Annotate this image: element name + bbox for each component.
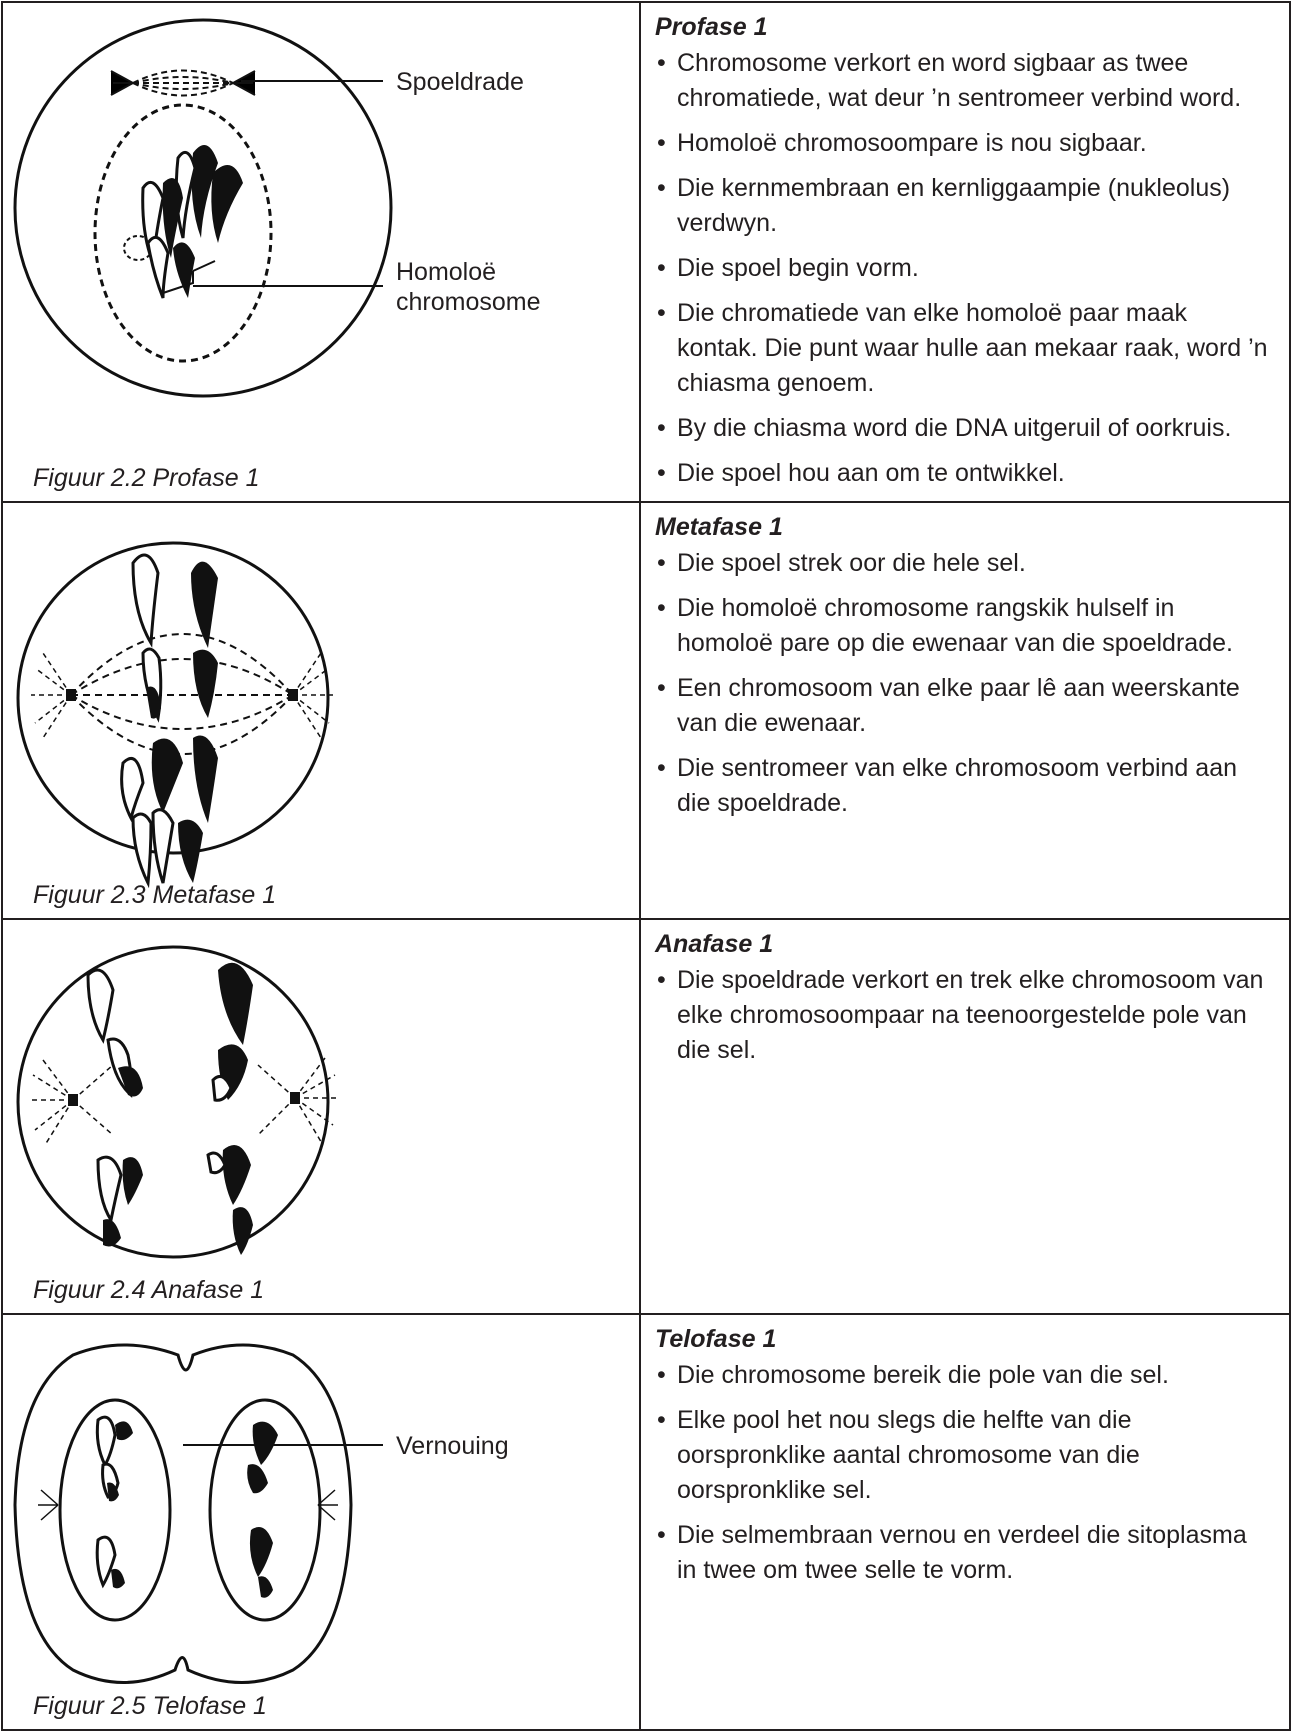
bullet-item: Die spoel begin vorm. <box>655 251 1273 286</box>
chromosome-pair-bottom <box>120 735 218 889</box>
bullet-item: Die sentromeer van elke chromosoom verbi… <box>655 751 1273 821</box>
spindle-fibres <box>70 633 294 755</box>
label-spoeldrade: Spoeldrade <box>396 68 524 96</box>
phase-title: Metafase 1 <box>655 513 783 541</box>
chromosomes-left <box>86 968 143 1247</box>
bullet-item: Die chromatiede van elke homoloë paar ma… <box>655 296 1273 401</box>
chromosomes-right <box>206 962 253 1255</box>
figure-caption: Figuur 2.2 Profase 1 <box>33 464 260 492</box>
row-metafase-1: Figuur 2.3 Metafase 1 Metafase 1 Die spo… <box>1 501 1291 920</box>
cell-outline <box>16 541 330 855</box>
centriole-right <box>290 1092 300 1104</box>
anafase-1-diagram <box>16 945 339 1259</box>
figure-caption: Figuur 2.4 Anafase 1 <box>33 1276 265 1304</box>
bullet-item: By die chiasma word die DNA uitgeruil of… <box>655 411 1273 446</box>
bullet-item: Chromosome verkort en word sigbaar as tw… <box>655 46 1273 116</box>
bullet-list: Die spoeldrade verkort en trek elke chro… <box>655 963 1273 1068</box>
centriole-left <box>66 689 76 701</box>
bullet-item: Die kernmembraan en kernliggaampie (nukl… <box>655 171 1273 241</box>
bullet-list: Die spoel strek oor die hele sel. Die ho… <box>655 546 1273 821</box>
homologous-chromosomes <box>141 145 243 299</box>
spindle-poles <box>38 1489 338 1521</box>
text-cell-telofase-1: Telofase 1 Die chromosome bereik die pol… <box>639 1313 1291 1731</box>
figure-cell-metafase-1: Figuur 2.3 Metafase 1 <box>1 501 641 920</box>
label-vernouing: Vernouing <box>396 1432 509 1460</box>
bullet-item: Die spoeldrade verkort en trek elke chro… <box>655 963 1273 1068</box>
bullet-item: Homoloë chromosoompare is nou sigbaar. <box>655 126 1273 161</box>
figure-cell-profase-1: Spoeldrade Homoloë chromosome Figuur 2.2… <box>1 1 641 503</box>
text-cell-metafase-1: Metafase 1 Die spoel strek oor die hele … <box>639 501 1291 920</box>
metafase-1-diagram <box>16 541 333 889</box>
spindle-fibres <box>28 1057 339 1146</box>
chromosomes-left <box>95 1415 133 1589</box>
homologue-bracket <box>162 260 216 294</box>
bullet-item: Die chromosome bereik die pole van die s… <box>655 1358 1273 1393</box>
nuclear-membrane <box>93 103 273 363</box>
phase-title: Profase 1 <box>655 13 768 41</box>
spindle-poles <box>31 652 333 739</box>
bullet-list: Die chromosome bereik die pole van die s… <box>655 1358 1273 1588</box>
phase-title: Telofase 1 <box>655 1325 777 1353</box>
label-chromosome: chromosome <box>396 288 541 316</box>
chromosome-pair-top <box>131 553 218 723</box>
figure-cell-telofase-1: Vernouing Figuur 2.5 Telofase 1 <box>1 1313 641 1731</box>
phase-title: Anafase 1 <box>655 930 774 958</box>
daughter-nucleus-right <box>208 1398 322 1622</box>
bullet-item: Elke pool het nou slegs die helfte van d… <box>655 1403 1273 1508</box>
daughter-nucleus-left <box>58 1398 172 1622</box>
figure-caption: Figuur 2.5 Telofase 1 <box>33 1692 267 1720</box>
centriole-right <box>288 689 298 701</box>
figure-cell-anafase-1: Figuur 2.4 Anafase 1 <box>1 918 641 1315</box>
spindle-poles <box>110 70 256 96</box>
bullet-item: Die selmembraan vernou en verdeel die si… <box>655 1518 1273 1588</box>
row-profase-1: Spoeldrade Homoloë chromosome Figuur 2.2… <box>1 1 1291 503</box>
text-cell-profase-1: Profase 1 Chromosome verkort en word sig… <box>639 1 1291 503</box>
chromosomes-right <box>247 1421 278 1598</box>
bullet-item: Een chromosoom van elke paar lê aan weer… <box>655 671 1273 741</box>
cell-outline <box>13 18 393 398</box>
row-anafase-1: Figuur 2.4 Anafase 1 Anafase 1 Die spoel… <box>1 918 1291 1315</box>
profase-1-diagram: Spoeldrade Homoloë chromosome <box>13 18 541 398</box>
bullet-item: Die homoloë chromosome rangskik hulself … <box>655 591 1273 661</box>
bullet-item: Die spoel hou aan om te ontwikkel. <box>655 456 1273 491</box>
cell-membrane-furrow <box>13 1343 353 1684</box>
bullet-item: Die spoel strek oor die hele sel. <box>655 546 1273 581</box>
text-cell-anafase-1: Anafase 1 Die spoeldrade verkort en trek… <box>639 918 1291 1315</box>
spindle-fibres <box>132 69 234 97</box>
label-homoloe: Homoloë <box>396 258 496 286</box>
telofase-1-diagram: Vernouing <box>13 1343 509 1684</box>
row-telofase-1: Vernouing Figuur 2.5 Telofase 1 Telofase… <box>1 1313 1291 1731</box>
bullet-list: Chromosome verkort en word sigbaar as tw… <box>655 46 1273 491</box>
centriole-left <box>68 1094 78 1106</box>
cell-outline <box>16 945 330 1259</box>
figure-caption: Figuur 2.3 Metafase 1 <box>33 881 277 909</box>
